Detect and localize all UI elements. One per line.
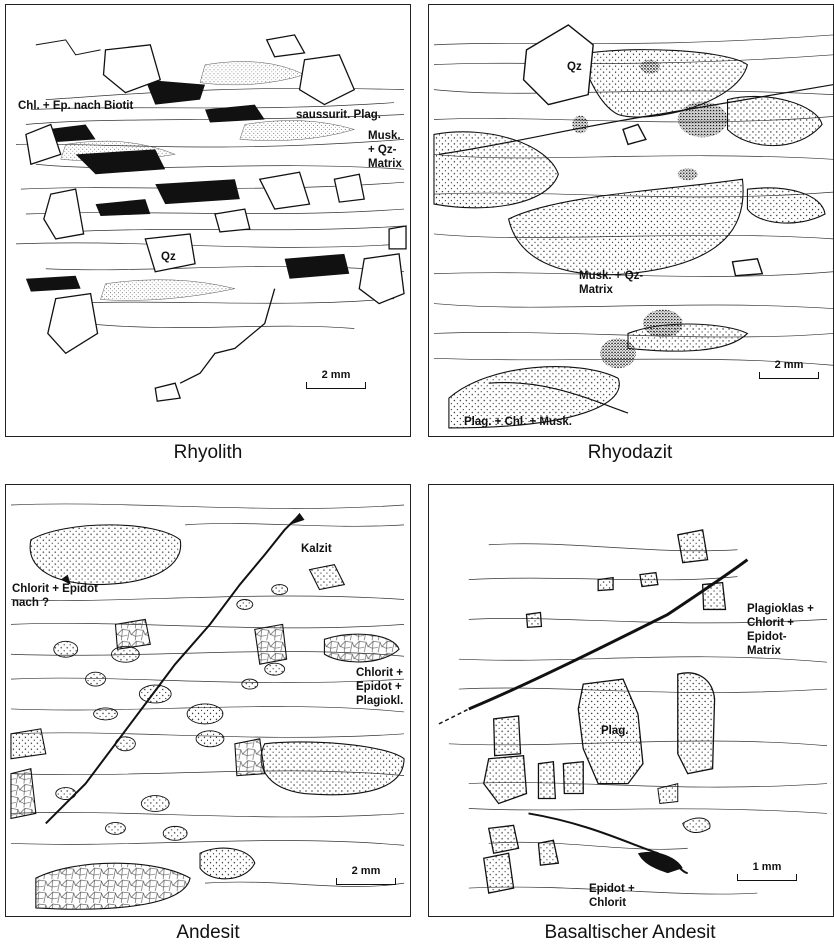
label-basalt-plag: Plag. xyxy=(601,725,628,738)
label-rhyodazit-qz: Qz xyxy=(567,61,582,74)
label-plagioklas-3: Epidot- xyxy=(747,631,787,644)
andesit-drawing xyxy=(6,485,410,916)
scale-text: 2 mm xyxy=(306,369,366,381)
scale-bar-andesit: 2 mm xyxy=(336,865,396,885)
label-rhyodazit-musk-2: Matrix xyxy=(579,284,613,297)
panel-rhyolith: Chl. + Ep. nach Biotit saussurit. Plag. … xyxy=(5,4,411,437)
basalt-drawing xyxy=(429,485,833,916)
label-epidot-1: Epidot + xyxy=(589,883,635,896)
scale-bar-rhyolith: 2 mm xyxy=(306,369,366,389)
scale-bar-line xyxy=(759,372,819,379)
label-musk-3: Matrix xyxy=(368,158,402,171)
scale-bar-rhyodazit: 2 mm xyxy=(759,359,819,379)
label-musk-2: + Qz- xyxy=(368,144,396,157)
label-andesit-matrix-1: Chlorit + xyxy=(356,667,403,680)
label-rhyodazit-plag: Plag. + Chl. + Musk. xyxy=(464,416,572,429)
label-saussurit-plag: saussurit. Plag. xyxy=(296,109,381,122)
scale-bar-line xyxy=(336,878,396,885)
label-andesit-matrix-3: Plagiokl. xyxy=(356,695,403,708)
panel-rhyodazit: Qz Musk. + Qz- Matrix Plag. + Chl. + Mus… xyxy=(428,4,834,437)
scale-bar-basalt: 1 mm xyxy=(737,861,797,881)
scale-bar-line xyxy=(737,874,797,881)
scale-bar-line xyxy=(306,382,366,389)
caption-rhyolith: Rhyolith xyxy=(8,442,408,464)
label-andesit-matrix-2: Epidot + xyxy=(356,681,402,694)
panel-andesit: Kalzit Chlorit + Epidot nach ? Chlorit +… xyxy=(5,484,411,917)
label-chlorit-epidot-1: Chlorit + Epidot xyxy=(12,583,98,596)
caption-rhyodazit: Rhyodazit xyxy=(430,442,830,464)
caption-basaltischer-andesit: Basaltischer Andesit xyxy=(430,922,830,944)
caption-andesit: Andesit xyxy=(8,922,408,944)
label-chl-ep-biotit: Chl. + Ep. nach Biotit xyxy=(18,100,133,113)
label-rhyodazit-musk-1: Musk. + Qz- xyxy=(579,270,643,283)
label-epidot-2: Chlorit xyxy=(589,897,626,910)
label-plagioklas-1: Plagioklas + xyxy=(747,603,814,616)
label-chlorit-epidot-2: nach ? xyxy=(12,597,49,610)
label-kalzit: Kalzit xyxy=(301,543,332,556)
label-musk-1: Musk. xyxy=(368,130,401,143)
label-plagioklas-2: Chlorit + xyxy=(747,617,794,630)
label-plagioklas-4: Matrix xyxy=(747,645,781,658)
scale-text: 2 mm xyxy=(759,359,819,371)
panel-basaltischer-andesit: Plagioklas + Chlorit + Epidot- Matrix Pl… xyxy=(428,484,834,917)
scale-text: 2 mm xyxy=(336,865,396,877)
scale-text: 1 mm xyxy=(737,861,797,873)
label-rhyolith-qz: Qz xyxy=(161,251,176,264)
